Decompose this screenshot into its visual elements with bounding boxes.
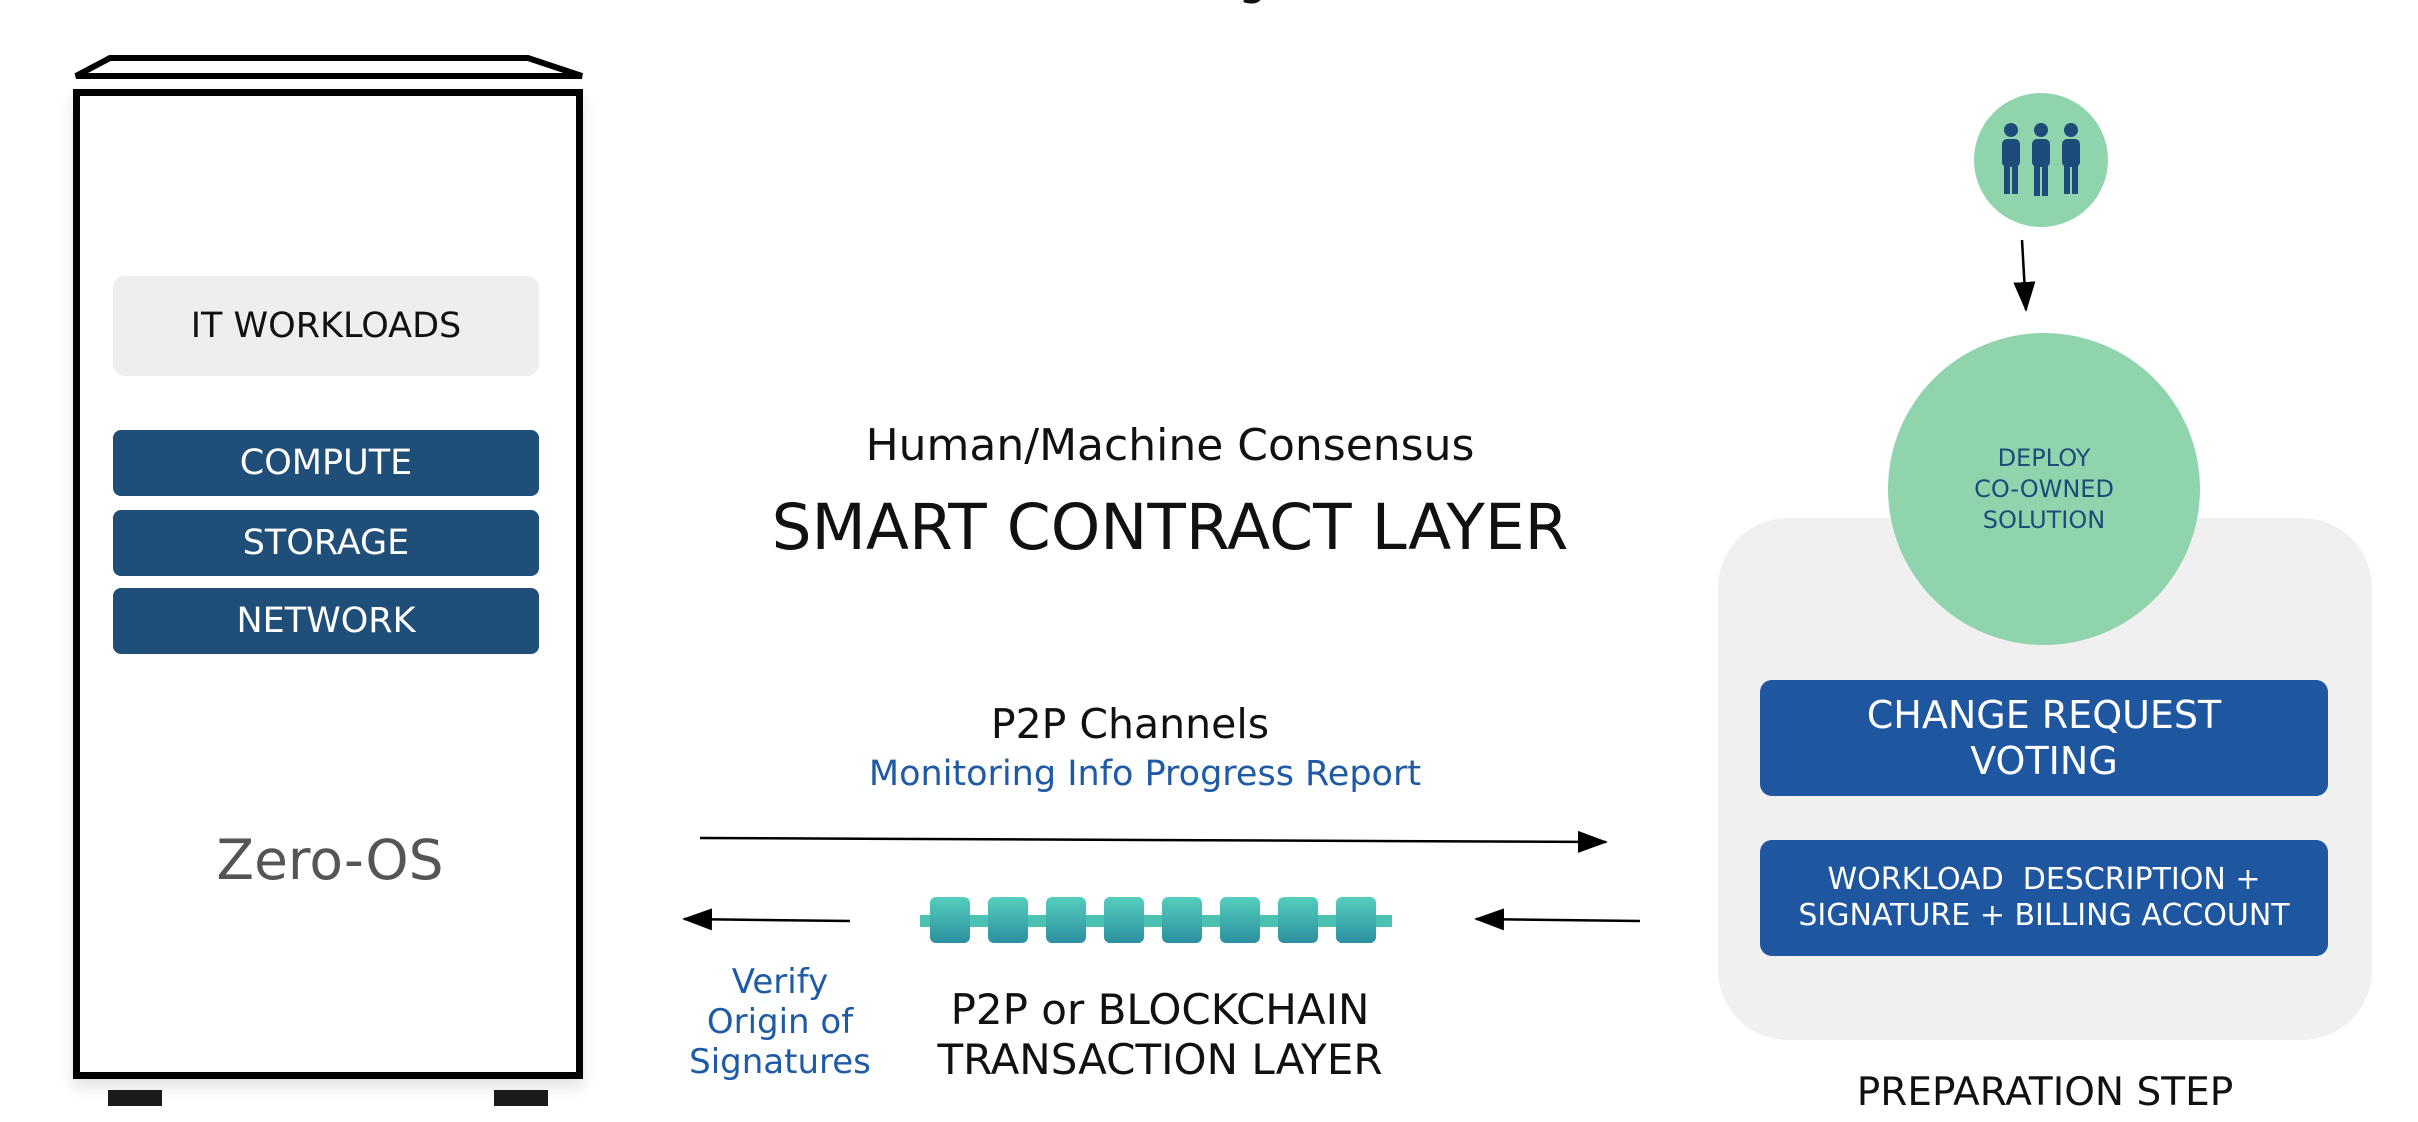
smart-contract-layer-title: SMART CONTRACT LAYER — [771, 490, 1569, 564]
server-foot-left — [108, 1090, 162, 1106]
monitoring-label: Monitoring Info Progress Report — [868, 754, 1422, 794]
arrow-to-server — [682, 908, 851, 931]
deploy-solution-circle: DEPLOY CO-OWNED SOLUTION — [1888, 333, 2200, 645]
compute-label: COMPUTE — [239, 443, 413, 483]
network-label: NETWORK — [236, 601, 416, 641]
change-request-line-2: VOTING — [1970, 739, 2118, 783]
cropped-top-text: g — [1238, 0, 1278, 6]
people-icon — [2002, 123, 2080, 196]
zero-os-label: Zero-OS — [216, 828, 444, 892]
compute-box: COMPUTE — [113, 430, 539, 496]
arrow-from-panel — [1474, 908, 1641, 931]
verify-line-1: Verify — [731, 962, 829, 1002]
workload-description-box: WORKLOAD DESCRIPTION + SIGNATURE + BILLI… — [1760, 840, 2328, 956]
transaction-line-1: P2P or BLOCKCHAIN — [950, 985, 1370, 1034]
server-foot-right — [494, 1090, 548, 1106]
deploy-line-1: DEPLOY — [1997, 443, 2091, 472]
deploy-line-2: CO-OWNED — [1974, 474, 2114, 503]
verify-line-3: Signatures — [689, 1042, 871, 1082]
transaction-layer-label: P2P or BLOCKCHAIN TRANSACTION LAYER — [880, 980, 1440, 1090]
arrow-people-to-deploy — [2013, 239, 2036, 312]
consensus-label: Human/Machine Consensus — [865, 419, 1475, 471]
network-box: NETWORK — [113, 588, 539, 654]
server-unit — [73, 89, 583, 1079]
verify-line-2: Origin of — [706, 1002, 854, 1042]
storage-label: STORAGE — [242, 523, 410, 563]
workload-line-1: WORKLOAD DESCRIPTION + — [1827, 862, 2261, 897]
storage-box: STORAGE — [113, 510, 539, 576]
preparation-step-label: PREPARATION STEP — [1856, 1069, 2234, 1115]
people-group-circle — [1974, 93, 2108, 227]
blockchain-chain-icon — [920, 897, 1392, 943]
change-request-line-1: CHANGE REQUEST — [1866, 693, 2222, 737]
verify-signatures-label: Verify Origin of Signatures — [660, 962, 900, 1082]
p2p-channels-label: P2P Channels — [990, 700, 1270, 748]
workload-line-2: SIGNATURE + BILLING ACCOUNT — [1798, 898, 2290, 933]
server-top-lid — [74, 55, 583, 79]
arrow-to-right — [699, 830, 1608, 853]
change-request-box: CHANGE REQUEST VOTING — [1760, 680, 2328, 796]
it-workloads-box: IT WORKLOADS — [113, 276, 539, 376]
deploy-line-3: SOLUTION — [1982, 505, 2106, 534]
transaction-line-2: TRANSACTION LAYER — [937, 1035, 1383, 1084]
it-workloads-label: IT WORKLOADS — [190, 306, 462, 346]
